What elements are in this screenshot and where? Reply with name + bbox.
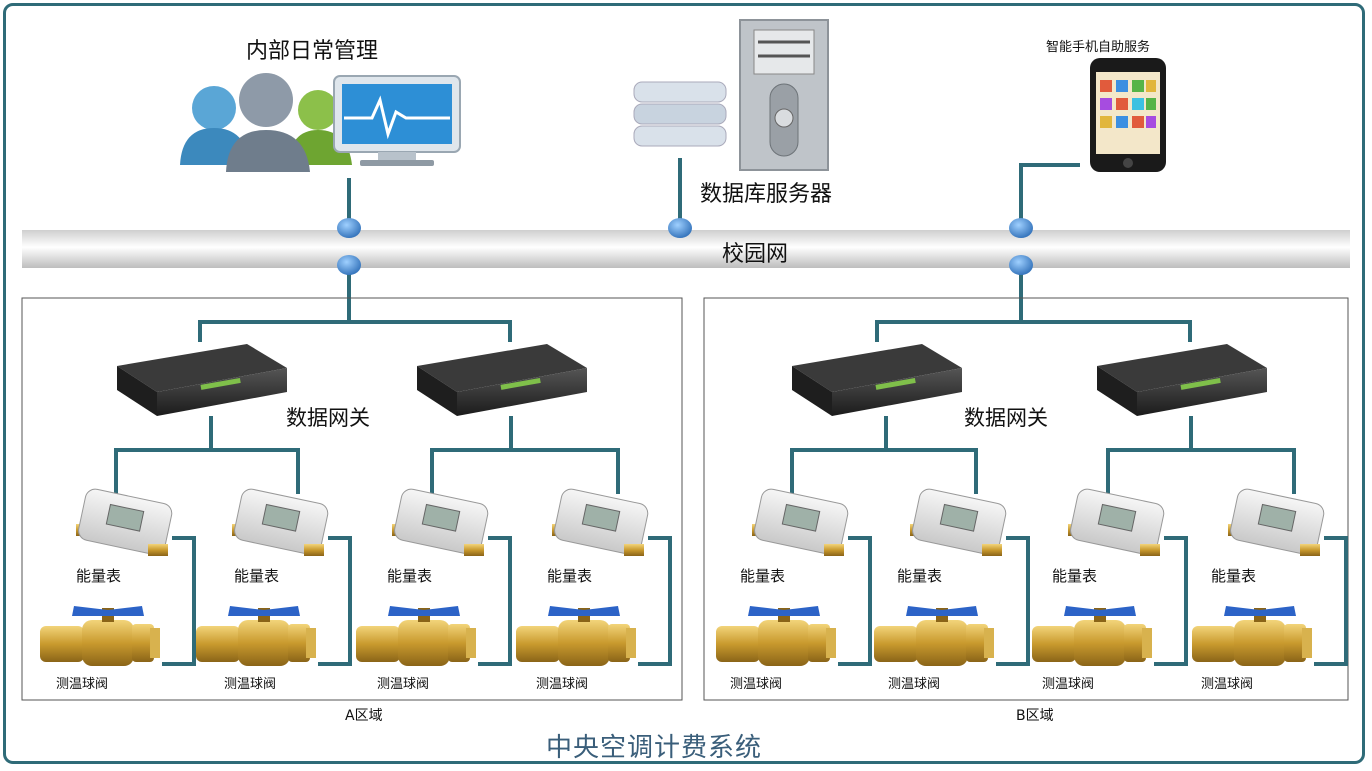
server-icon <box>633 19 829 171</box>
meter-valve-wire <box>1314 536 1348 666</box>
meter-valve-wire <box>478 536 512 666</box>
energy-meter-device <box>1068 488 1165 556</box>
meter-valve-wire <box>318 536 352 666</box>
meter-label: 能量表 <box>387 567 433 585</box>
ball-valve-device <box>516 606 636 666</box>
node-db-top <box>668 218 692 238</box>
meter-bus-line <box>430 448 620 494</box>
data-gateway-device <box>117 344 287 416</box>
valve-label: 测温球阀 <box>56 677 109 692</box>
node-zone-b <box>1009 255 1033 275</box>
campus-network-label: 校园网 <box>722 242 789 267</box>
users-monitor-icon <box>180 73 461 172</box>
valve-label: 测温球阀 <box>377 677 430 692</box>
node-zone-a <box>337 255 361 275</box>
zone-a-frame <box>21 297 683 701</box>
meter-bus-line <box>114 448 300 494</box>
valve-label: 测温球阀 <box>536 677 589 692</box>
mobile-service-label: 智能手机自助服务 <box>1046 40 1151 55</box>
data-gateway-device <box>1097 344 1267 416</box>
ball-valve-device <box>196 606 316 666</box>
meter-label: 能量表 <box>740 567 786 585</box>
zone-b-label: B区域 <box>1016 708 1054 724</box>
meter-label: 能量表 <box>547 567 593 585</box>
management-label: 内部日常管理 <box>246 39 379 64</box>
energy-meter-device <box>76 488 173 556</box>
meter-label: 能量表 <box>897 567 943 585</box>
valve-label: 测温球阀 <box>224 677 277 692</box>
ball-valve-device <box>874 606 994 666</box>
gateway-bus-line <box>875 320 1192 342</box>
meter-valve-wire <box>162 536 196 666</box>
node-phone-top <box>1009 218 1033 238</box>
valve-label: 测温球阀 <box>888 677 941 692</box>
meter-bus-line <box>790 448 978 494</box>
energy-meter-device <box>752 488 849 556</box>
meter-valve-wire <box>838 536 872 666</box>
valve-label: 测温球阀 <box>730 677 783 692</box>
zone-b-frame <box>703 297 1349 701</box>
energy-meter-device <box>392 488 489 556</box>
network-nodes <box>337 218 1033 275</box>
node-mgmt-top <box>337 218 361 238</box>
meter-label: 能量表 <box>76 567 122 585</box>
meter-bus-line <box>1106 448 1296 494</box>
meter-label: 能量表 <box>1052 567 1098 585</box>
meter-valve-wire <box>638 536 672 666</box>
ball-valve-device <box>1192 606 1312 666</box>
zone-b-gateway-label: 数据网关 <box>964 406 1048 430</box>
meter-label: 能量表 <box>234 567 280 585</box>
gateway-bus-line <box>198 320 512 342</box>
meter-valve-wire <box>996 536 1030 666</box>
ball-valve-device <box>1032 606 1152 666</box>
energy-meter-device <box>910 488 1007 556</box>
valve-label: 测温球阀 <box>1042 677 1095 692</box>
meter-label: 能量表 <box>1211 567 1257 585</box>
zone-a-label: A区域 <box>345 708 383 724</box>
zone-a-gateway-label: 数据网关 <box>286 406 370 430</box>
energy-meter-device <box>552 488 649 556</box>
energy-meter-device <box>232 488 329 556</box>
ball-valve-device <box>356 606 476 666</box>
ball-valve-device <box>716 606 836 666</box>
system-title: 中央空调计费系统 <box>546 733 763 763</box>
ball-valve-device <box>40 606 160 666</box>
data-gateway-device <box>792 344 962 416</box>
meter-valve-wire <box>1154 536 1188 666</box>
energy-meter-device <box>1228 488 1325 556</box>
data-gateway-device <box>417 344 587 416</box>
database-server-label: 数据库服务器 <box>700 182 833 207</box>
smartphone-icon <box>1090 58 1166 172</box>
valve-label: 测温球阀 <box>1201 677 1254 692</box>
